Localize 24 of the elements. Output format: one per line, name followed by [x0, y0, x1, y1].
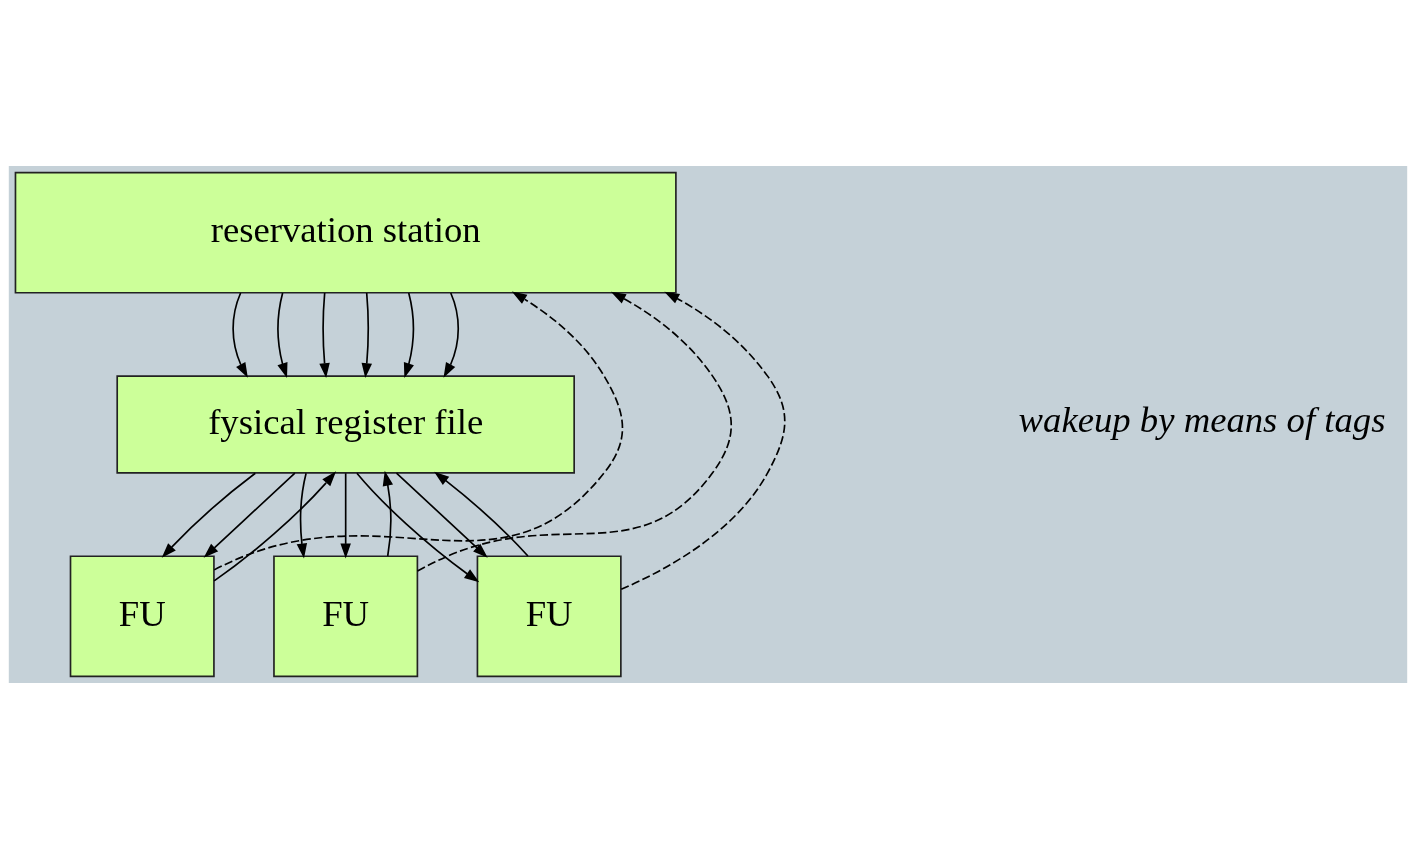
arrow — [213, 470, 337, 582]
node-box: FU — [476, 554, 622, 677]
arrow — [340, 471, 351, 559]
node-box: reservation station — [14, 171, 677, 294]
arrow — [161, 471, 257, 558]
arrow — [395, 471, 488, 558]
arrow — [296, 471, 308, 559]
arrow — [213, 291, 624, 571]
arrow — [443, 291, 460, 378]
node-box: fysical register file — [116, 374, 575, 474]
arrow — [382, 470, 394, 557]
arrow — [277, 291, 288, 378]
label: wakeup by means of tags — [1018, 398, 1386, 440]
arrow — [203, 471, 296, 558]
arrow — [356, 471, 480, 582]
arrow — [319, 291, 330, 378]
arrow — [361, 291, 373, 378]
node-box: FU — [69, 554, 215, 677]
arrow — [416, 291, 733, 572]
arrow — [620, 291, 786, 590]
arrow — [434, 471, 529, 557]
node-box: FU — [273, 554, 419, 677]
arrow — [403, 291, 415, 378]
arrow — [232, 291, 248, 378]
